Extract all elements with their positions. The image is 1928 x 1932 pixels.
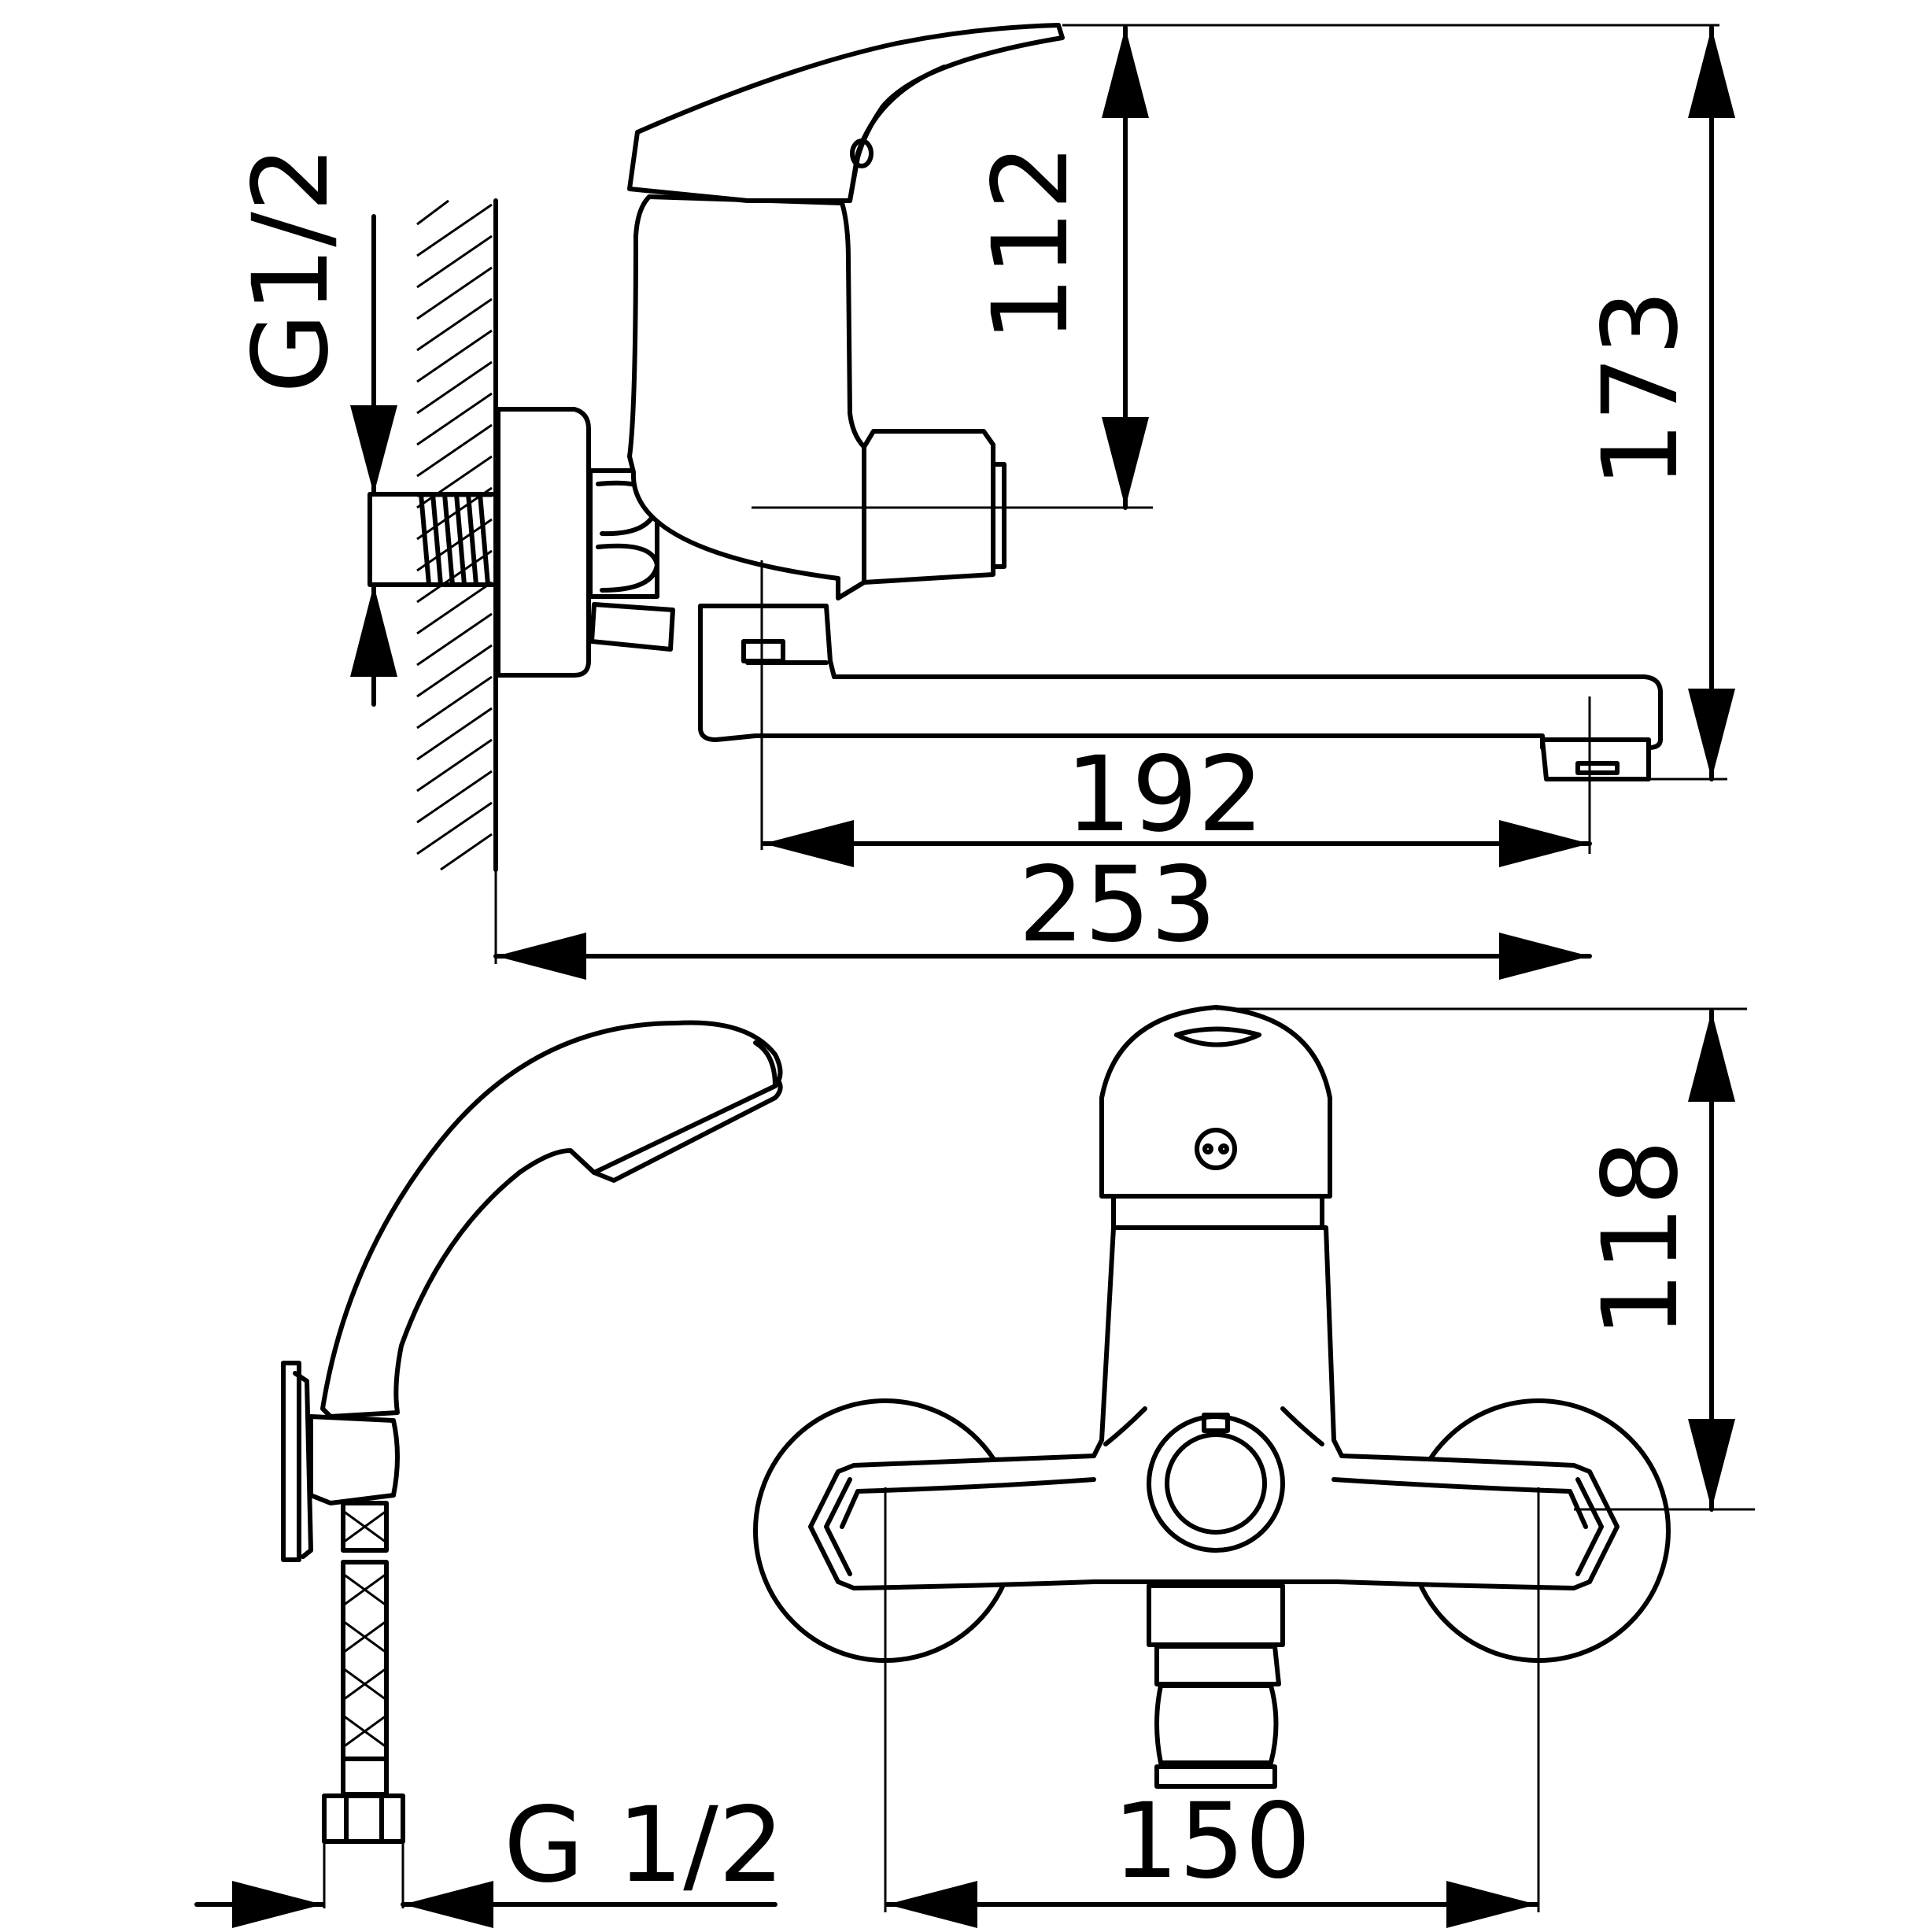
mixer-body [627,194,995,600]
dimension-192: 192 [760,560,1592,867]
hose-collar [341,1757,389,1797]
dimension-173: 173 [1580,25,1735,781]
wall-thread [368,492,498,587]
dim-112-label: 112 [970,144,1091,342]
lever-screw [1195,1128,1237,1170]
escutcheon [496,407,591,678]
hose-braid [342,1509,387,1749]
front-view: 118 150 [753,1005,1755,1928]
hose-nut [322,1793,405,1844]
side-thread-dimension: G1/2 [231,146,417,707]
dim-150-label: 150 [1113,1781,1311,1902]
dim-173-label: 173 [1580,290,1701,488]
wall-hatching [416,198,498,872]
side-view: G1/2 112 [231,23,1735,980]
shower-bracket [281,1361,301,1562]
dimension-253: 253 [493,844,1592,980]
crossbar [808,1225,1620,1590]
dimension-150: 150 [884,1487,1540,1928]
front-lever [1099,1005,1332,1199]
hand-shower-view: G 1/2 [194,1020,785,1928]
dimension-112: 112 [970,24,1719,510]
bottom-outlet [1147,1583,1285,1647]
connector-pipe [589,602,675,652]
side-thread-label: G1/2 [231,146,352,393]
dim-118-label: 118 [1580,1140,1701,1338]
dimension-118: 118 [1216,1007,1755,1512]
dim-253-label: 253 [1018,844,1217,966]
shower-handle [320,1020,783,1419]
spout [698,604,1663,750]
hose [341,1560,389,1761]
hose-thread-label: G 1/2 [504,1785,785,1906]
dim-192-label: 192 [1066,734,1264,855]
